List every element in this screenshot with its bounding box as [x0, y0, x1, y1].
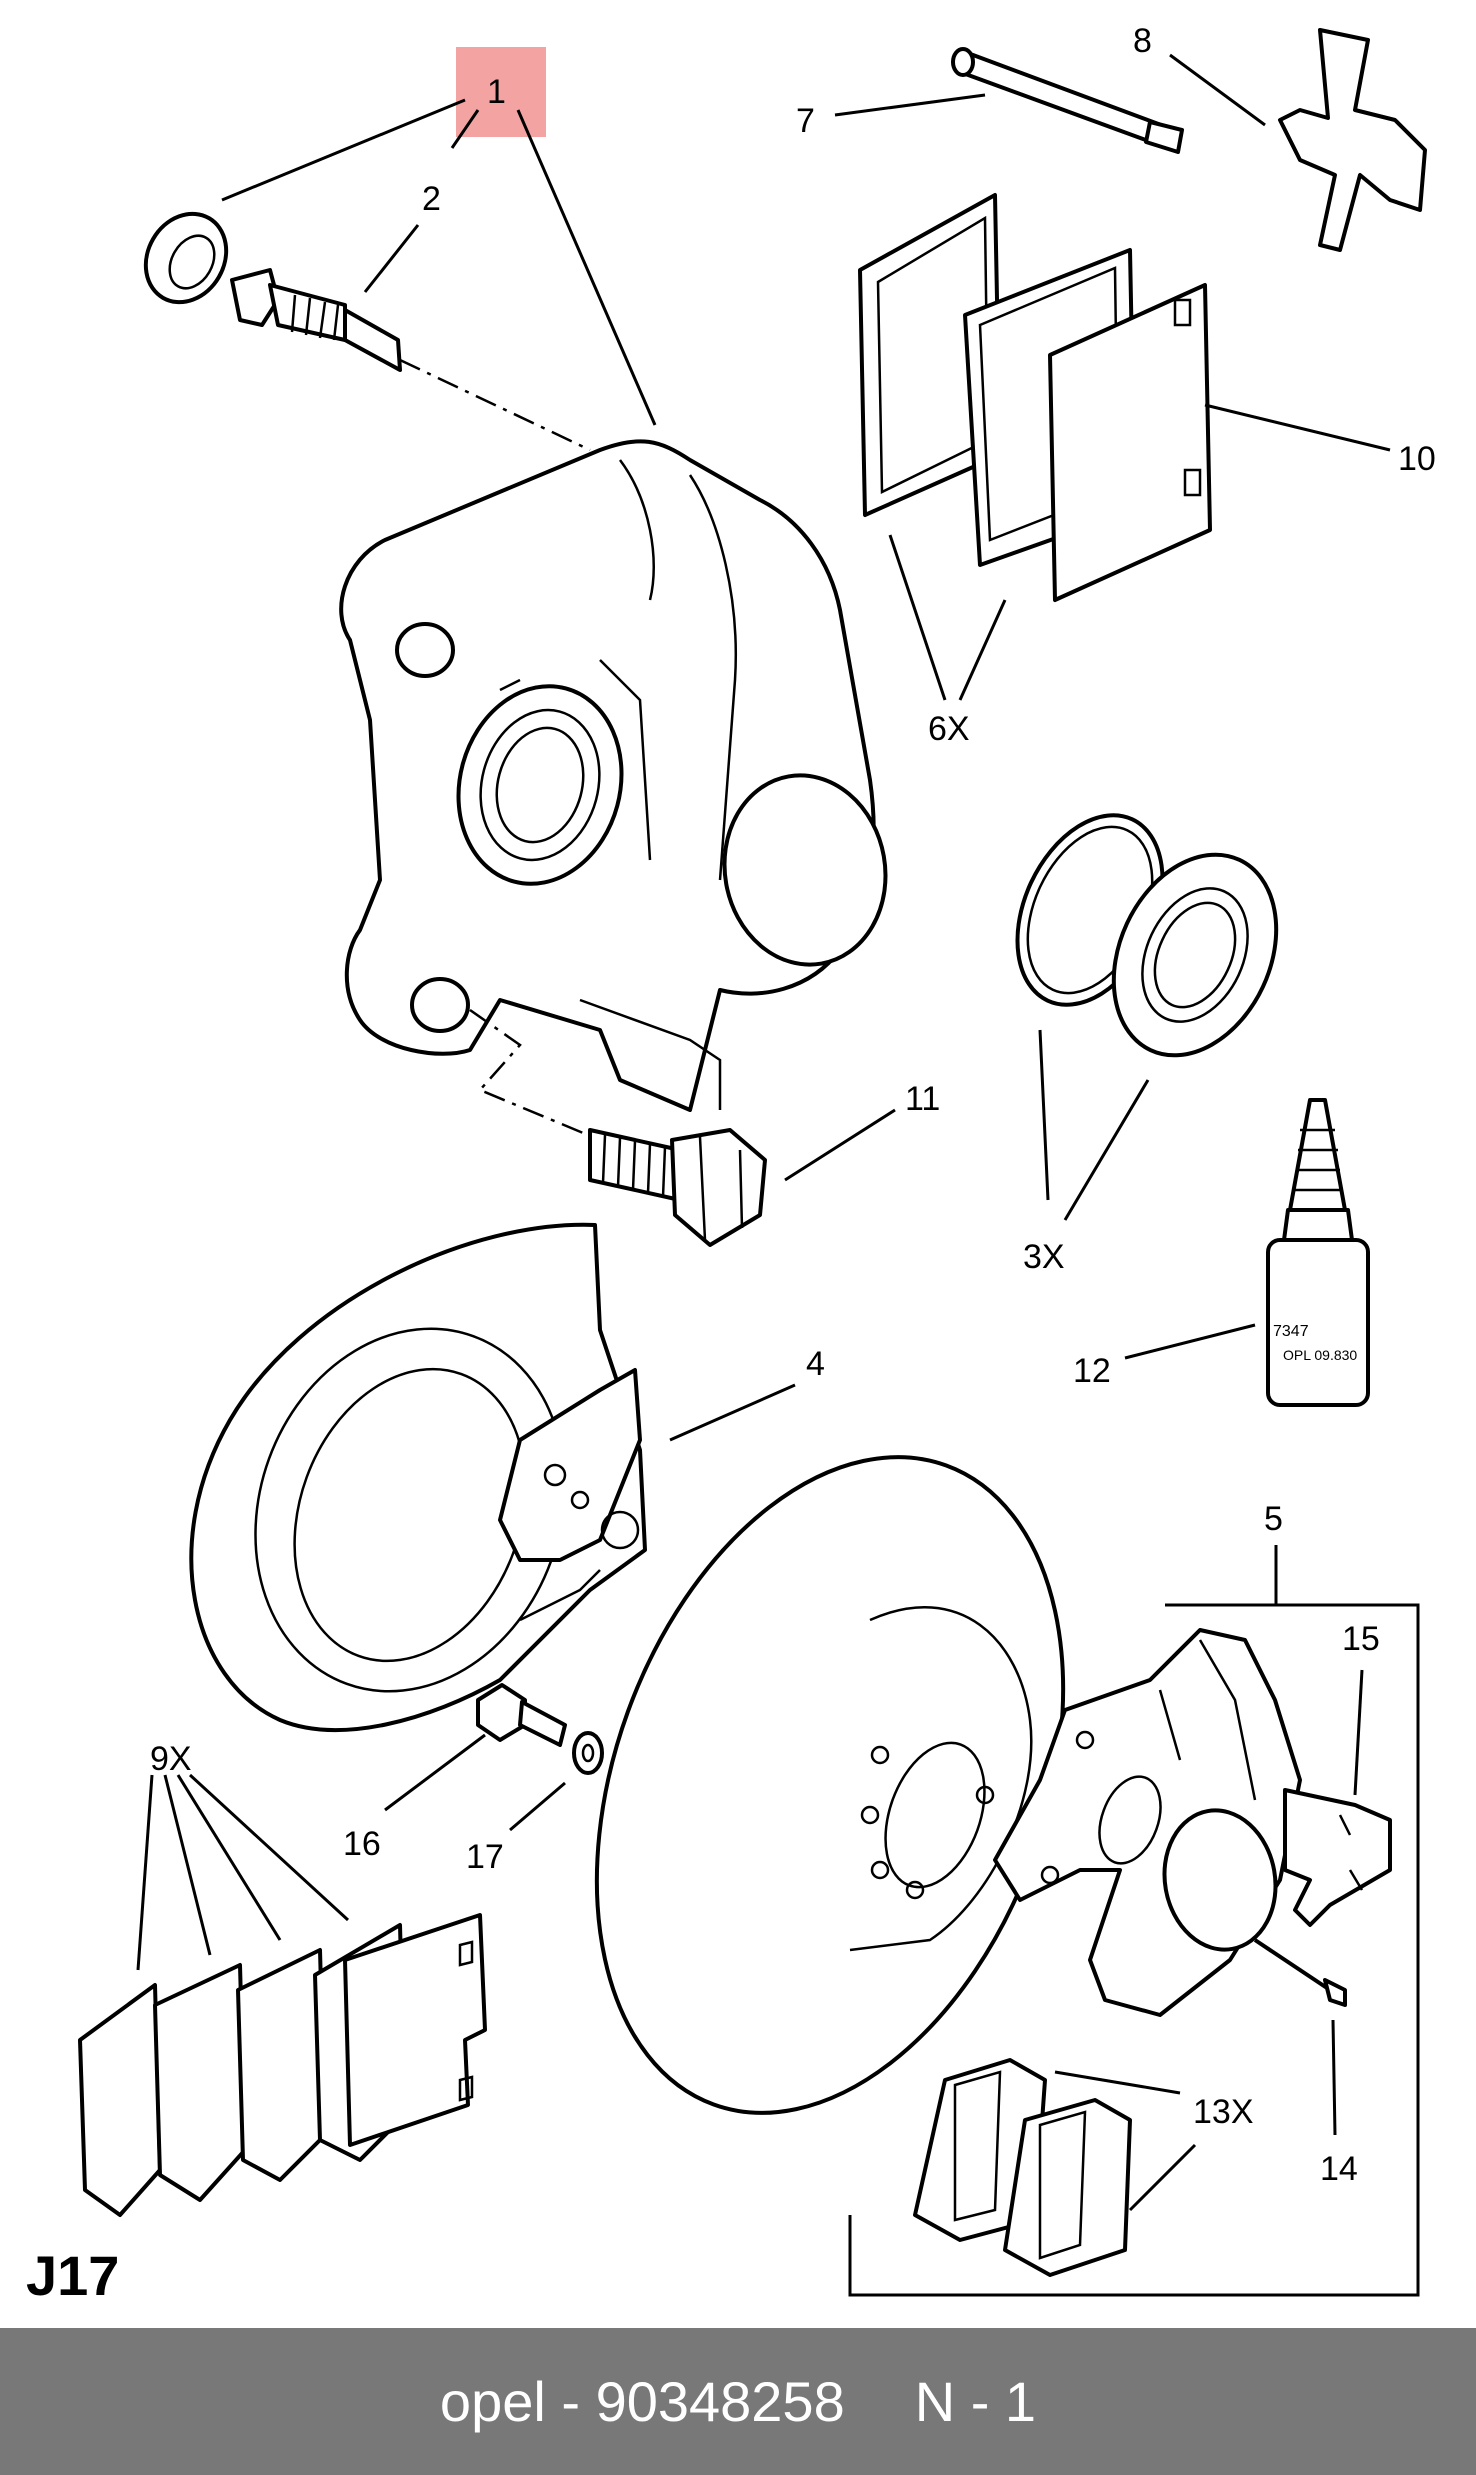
leader-9x-a — [136, 1774, 154, 1971]
bottle-label-2: OPL 09.830 — [1283, 1347, 1357, 1363]
leader-13x-b — [1128, 2143, 1197, 2212]
callout-13x[interactable]: 13X — [1193, 2093, 1254, 2131]
leader-9x-d — [188, 1773, 350, 1922]
leader-3x-b — [1063, 1079, 1150, 1221]
rear-caliper-assembly-part — [993, 1628, 1392, 2017]
callout-3x[interactable]: 3X — [1023, 1238, 1065, 1276]
leader-14 — [1331, 2019, 1337, 2136]
caliper-bolt-part — [588, 1128, 767, 1247]
leader-12 — [1124, 1323, 1256, 1360]
leader-9x-c — [176, 1774, 282, 1941]
callout-5[interactable]: 5 — [1264, 1500, 1283, 1538]
footer-position: N - 1 — [914, 2370, 1037, 2433]
guide-pin-part — [951, 47, 1184, 154]
leader-1b — [450, 109, 480, 149]
leader-6x-b — [958, 599, 1007, 701]
bleed-screw-part — [230, 268, 402, 372]
callout-9x[interactable]: 9X — [150, 1740, 192, 1778]
leader-7 — [834, 93, 986, 117]
bleed-cap-part — [143, 211, 229, 305]
footer-part-number: 90348258 — [595, 2370, 845, 2433]
brake-disc-front-part — [189, 1222, 647, 1732]
diagram-code: J17 — [26, 2244, 119, 2307]
leader-1a — [221, 98, 466, 202]
callout-6x[interactable]: 6X — [928, 710, 970, 748]
leader-1c — [516, 109, 657, 426]
callout-1[interactable]: 1 — [487, 73, 506, 111]
brake-pads-front-part — [858, 193, 1212, 602]
axis-caliper-to-bolt — [469, 1008, 601, 1142]
leader-3x-a — [1038, 1029, 1050, 1201]
bolt-16-part — [476, 1683, 567, 1747]
axis-screw-to-caliper — [399, 358, 591, 452]
leader-13x-a — [1054, 2070, 1181, 2095]
leader-4 — [669, 1383, 796, 1442]
leader-15 — [1353, 1669, 1364, 1796]
leader-9x-b — [163, 1774, 212, 1956]
footer-brand: opel — [439, 2370, 546, 2433]
callout-11[interactable]: 11 — [905, 1080, 940, 1118]
callout-17[interactable]: 17 — [466, 1838, 504, 1876]
leader-16 — [384, 1733, 486, 1812]
leader-8 — [1169, 53, 1266, 127]
callout-7[interactable]: 7 — [796, 102, 815, 140]
rear-brake-pads-9x-part — [78, 1913, 487, 2217]
brake-disc-rear-part — [594, 1455, 1066, 2115]
washer-17-part — [572, 1731, 604, 1775]
callout-16[interactable]: 16 — [343, 1825, 381, 1863]
footer-bar: opel - 90348258 N - 1 — [0, 2328, 1476, 2475]
leader-17 — [509, 1781, 566, 1832]
leader-10 — [1204, 403, 1391, 452]
callout-14[interactable]: 14 — [1320, 2150, 1358, 2188]
adhesive-bottle-part: 7347 OPL 09.830 — [1266, 1098, 1370, 1407]
pin-14-part — [1253, 1938, 1347, 2007]
callout-12[interactable]: 12 — [1073, 1352, 1111, 1390]
caliper-part — [339, 439, 888, 1112]
callout-4[interactable]: 4 — [806, 1345, 825, 1383]
callout-15[interactable]: 15 — [1342, 1620, 1380, 1658]
piston-seal-kit-part — [1015, 813, 1279, 1058]
leader-6x-a — [888, 534, 947, 701]
callout-8[interactable]: 8 — [1133, 22, 1152, 60]
leader-2 — [363, 224, 420, 293]
rear-assembly-box — [848, 1603, 1420, 2297]
rear-pads-13x-part — [913, 2058, 1132, 2277]
parts-diagram: 1 2 11 — [26, 22, 1436, 2307]
callout-2[interactable]: 2 — [422, 180, 441, 218]
callout-10[interactable]: 10 — [1398, 440, 1436, 478]
bottle-label-1: 7347 — [1273, 1323, 1309, 1340]
footer-separator: - — [545, 2370, 596, 2433]
anti-rattle-spring-part — [1278, 28, 1427, 252]
leader-11 — [784, 1108, 896, 1182]
